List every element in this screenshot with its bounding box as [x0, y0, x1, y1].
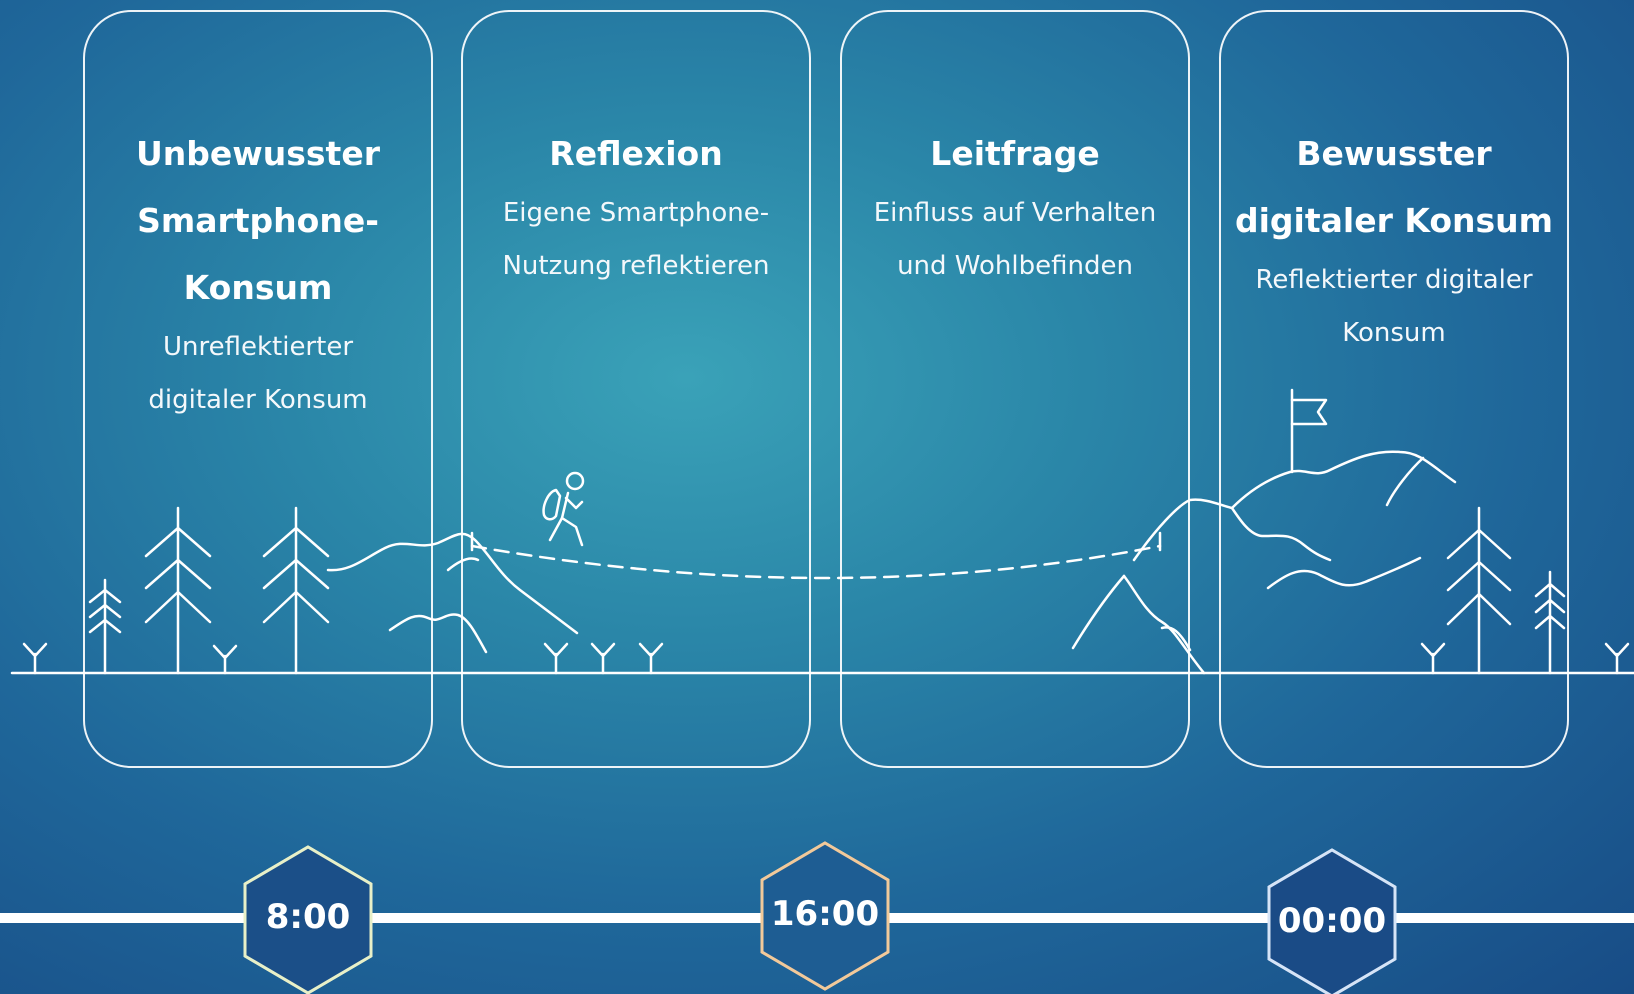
- panel-bewusster-konsum: Bewusster digitaler Konsum Reflektierter…: [1219, 10, 1569, 768]
- panel-title: Leitfrage: [930, 134, 1100, 173]
- panel-subtitle: und Wohlbefinden: [897, 251, 1133, 281]
- panel-subtitle: Konsum: [1342, 318, 1446, 348]
- panel-unbewusster-konsum: Unbewusster Smartphone- Konsum Unreflekt…: [83, 10, 433, 768]
- time-label-00-00: 00:00: [1277, 901, 1387, 941]
- panel-title: Unbewusster: [136, 134, 380, 173]
- hiker: [542, 471, 585, 547]
- panel-title: Smartphone-: [137, 201, 379, 240]
- panel-title: digitaler Konsum: [1234, 201, 1554, 240]
- time-label-8-00: 8:00: [265, 897, 351, 937]
- panel-title: Bewusster: [1296, 134, 1492, 173]
- dashed-rope-bridge: [470, 544, 1162, 580]
- summit-flag-icon: [1290, 388, 1328, 474]
- panel-subtitle: Nutzung reflektieren: [502, 251, 770, 281]
- panel-subtitle: Eigene Smartphone-: [502, 198, 770, 228]
- panel-leitfrage: Leitfrage Einfluss auf Verhalten und Woh…: [840, 10, 1190, 768]
- mountain-summit: [1071, 450, 1457, 675]
- panel-subtitle: Unreflektierter: [162, 332, 354, 362]
- panel-reflexion: Reflexion Eigene Smartphone- Nutzung ref…: [461, 10, 811, 768]
- grass-sprouts: [22, 642, 1630, 675]
- hills: [326, 532, 579, 654]
- panel-title: Reflexion: [549, 134, 723, 173]
- pine-trees: [88, 506, 1566, 675]
- panel-subtitle: digitaler Konsum: [148, 385, 368, 415]
- panel-subtitle: Reflektierter digitaler: [1255, 265, 1533, 295]
- panel-title: Konsum: [183, 268, 333, 307]
- time-label-16-00: 16:00: [770, 894, 880, 934]
- panel-subtitle: Einfluss auf Verhalten: [873, 198, 1157, 228]
